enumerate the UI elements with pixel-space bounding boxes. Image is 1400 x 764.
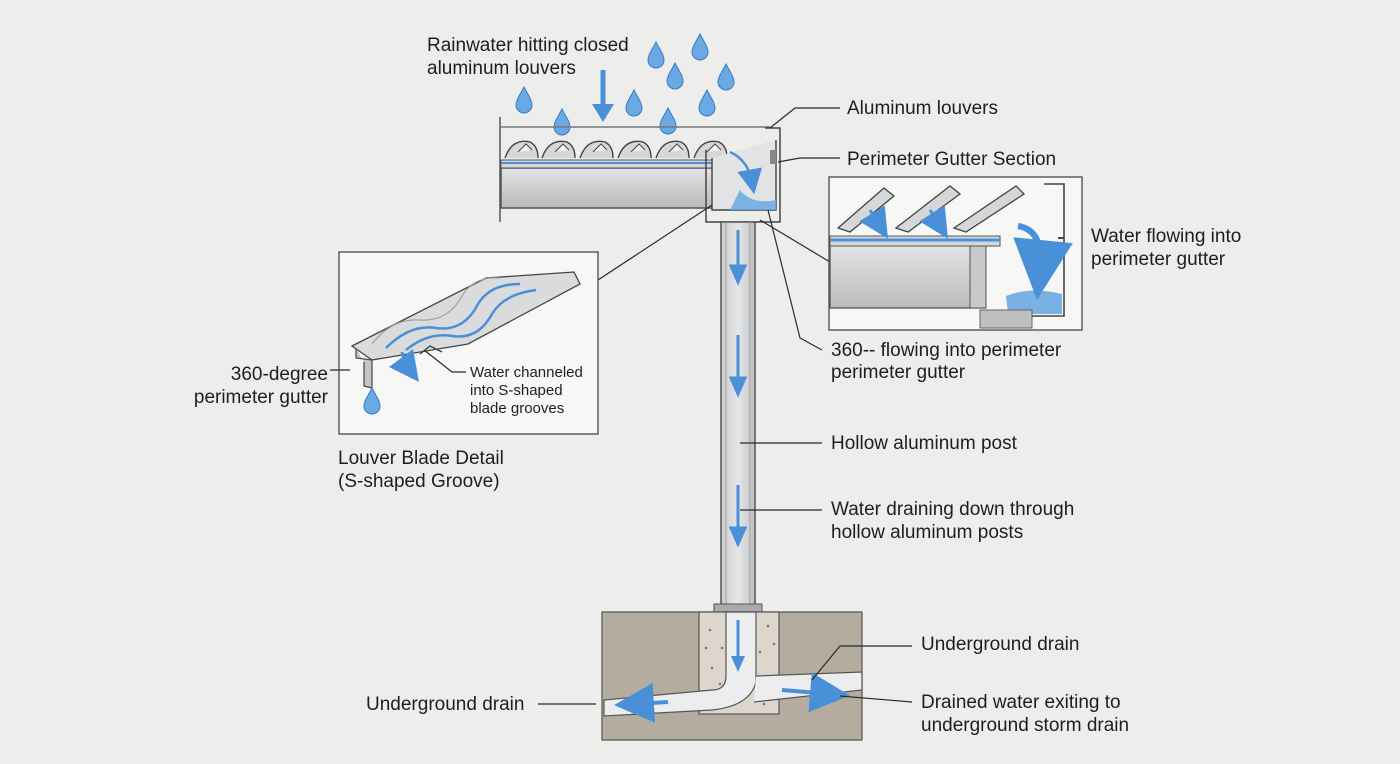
flow-label-line1: Water flowing into: [1091, 226, 1241, 247]
callout-line-left: [597, 204, 713, 281]
aluminum-louvers: [504, 140, 728, 159]
underground-right-label: Underground drain: [921, 634, 1079, 655]
rain-label-line2: aluminum louvers: [427, 58, 576, 79]
drain-post-label-line1: Water draining down through: [831, 499, 1074, 520]
flow-label-line2: perimeter gutter: [1091, 249, 1226, 270]
rain-label-line1: Rainwater hitting closed: [427, 35, 629, 56]
louvers-leader: [769, 107, 840, 129]
exit-label-line1: Drained water exiting to: [921, 692, 1121, 713]
ground-section: [601, 611, 863, 741]
detail-caption-line1: Louver Blade Detail: [338, 448, 504, 469]
underground-right-leader: [811, 645, 912, 681]
exit-leader: [839, 695, 913, 703]
flow360-leader: [767, 209, 823, 351]
channel-label-line2: into S-shaped: [470, 382, 563, 399]
post-label: Hollow aluminum post: [831, 433, 1018, 454]
louver-blade-detail-inset: [338, 251, 599, 435]
channel-label-line3: blade grooves: [470, 400, 564, 417]
underground-left-label: Underground drain: [366, 694, 524, 715]
gutter-section-label: Perimeter Gutter Section: [847, 149, 1056, 170]
gutter360-label-line2: perimeter gutter: [194, 387, 329, 408]
exit-label-line2: underground storm drain: [921, 715, 1129, 736]
drain-post-label-line2: hollow aluminum posts: [831, 522, 1023, 543]
gutter-section-leader: [777, 157, 840, 163]
gutter360-label-line1: 360-degree: [231, 364, 328, 385]
louvers-label: Aluminum louvers: [847, 98, 998, 119]
roof-assembly: [499, 117, 781, 223]
detail-caption-line2: (S-shaped Groove): [338, 471, 500, 492]
flow360-label-line2: perimeter gutter: [831, 362, 966, 383]
channel-label-line1: Water channeled: [470, 364, 583, 381]
perimeter-gutter: [705, 127, 781, 223]
callout-line-right: [759, 219, 831, 263]
post-flow-arrows: [728, 230, 748, 548]
flow360-label-line1: 360-- flowing into perimeter: [831, 340, 1062, 361]
rain-down-arrow: [592, 70, 614, 122]
gutter-detail-inset: [828, 176, 1083, 331]
